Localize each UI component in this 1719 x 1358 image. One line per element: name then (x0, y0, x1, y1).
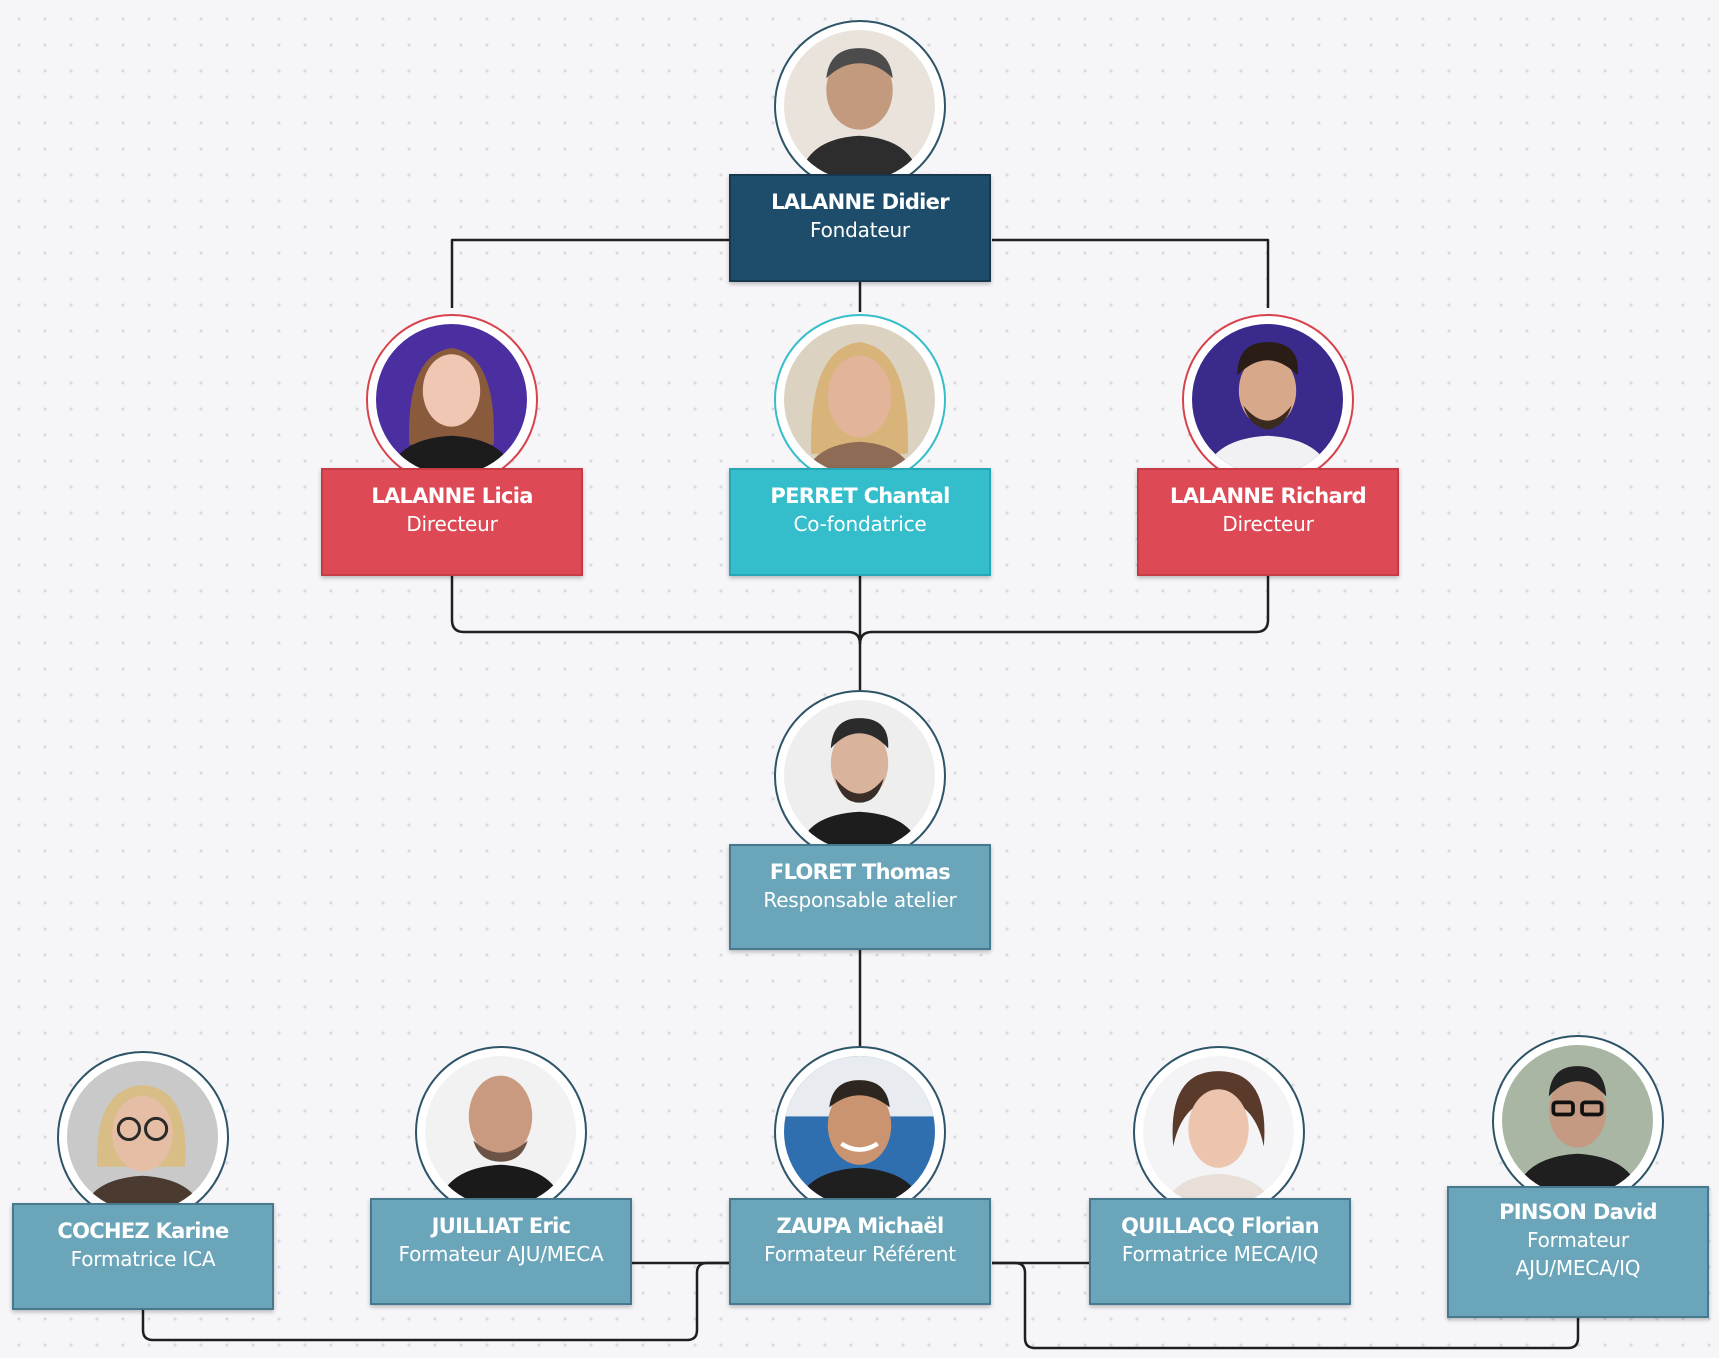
org-card: FLORET Thomas Responsable atelier (729, 844, 991, 950)
person-name: ZAUPA Michaël (776, 1214, 945, 1238)
org-card: LALANNE Didier Fondateur (729, 174, 991, 282)
person-name: QUILLACQ Florian (1121, 1214, 1319, 1238)
avatar (774, 690, 946, 862)
person-icon (784, 1056, 935, 1207)
avatar (1492, 1035, 1664, 1207)
person-icon (1143, 1056, 1294, 1207)
org-card: ZAUPA Michaël Formateur Référent (729, 1198, 991, 1305)
connector-trainer-pinson (992, 1261, 1580, 1350)
org-card: QUILLACQ Florian Formatrice MECA/IQ (1089, 1198, 1351, 1305)
person-name: PINSON David (1499, 1200, 1657, 1224)
avatar (774, 20, 946, 192)
avatar (774, 1046, 946, 1218)
person-name: LALANNE Didier (771, 190, 949, 214)
person-icon (784, 324, 935, 475)
person-name: LALANNE Licia (371, 484, 533, 508)
person-name: COCHEZ Karine (57, 1219, 229, 1243)
org-card: LALANNE Richard Directeur (1137, 468, 1399, 576)
person-name: PERRET Chantal (770, 484, 950, 508)
org-card: PERRET Chantal Co-fondatrice (729, 468, 991, 576)
person-role: Formateur AJU/MECA (398, 1242, 604, 1266)
person-role-detail: AJU/MECA/IQ (1515, 1256, 1641, 1280)
org-card: PINSON David Formateur AJU/MECA/IQ (1447, 1186, 1709, 1318)
person-role: Formatrice ICA (70, 1247, 216, 1271)
person-icon (1192, 324, 1343, 475)
connector-trainer-cochez (141, 1261, 729, 1342)
person-name: JUILLIAT Eric (431, 1214, 571, 1238)
connector-level2-left (450, 576, 862, 645)
connector-founder-left (450, 238, 729, 308)
person-role: Co-fondatrice (793, 512, 927, 536)
person-role: Fondateur (810, 218, 910, 242)
avatar (57, 1051, 229, 1223)
person-icon (784, 700, 935, 851)
person-icon (784, 30, 935, 181)
person-role: Formatrice MECA/IQ (1121, 1242, 1319, 1266)
person-name: LALANNE Richard (1170, 484, 1367, 508)
org-card: LALANNE Licia Directeur (321, 468, 583, 576)
connector-level2-right (858, 576, 1270, 645)
person-icon (67, 1061, 218, 1212)
person-icon (1502, 1045, 1653, 1196)
person-role: Directeur (406, 512, 498, 536)
person-name: FLORET Thomas (769, 860, 951, 884)
person-role: Responsable atelier (763, 888, 957, 912)
person-icon (425, 1056, 576, 1207)
person-role: Directeur (1222, 512, 1314, 536)
person-icon (376, 324, 527, 475)
avatar (774, 314, 946, 486)
avatar (1182, 314, 1354, 486)
org-card: JUILLIAT Eric Formateur AJU/MECA (370, 1198, 632, 1305)
person-role: Formateur Référent (764, 1242, 956, 1266)
person-role: Formateur (1527, 1228, 1629, 1252)
avatar (366, 314, 538, 486)
org-card: COCHEZ Karine Formatrice ICA (12, 1203, 274, 1310)
avatar (1133, 1046, 1305, 1218)
avatar (415, 1046, 587, 1218)
connector-founder-right (992, 238, 1270, 308)
